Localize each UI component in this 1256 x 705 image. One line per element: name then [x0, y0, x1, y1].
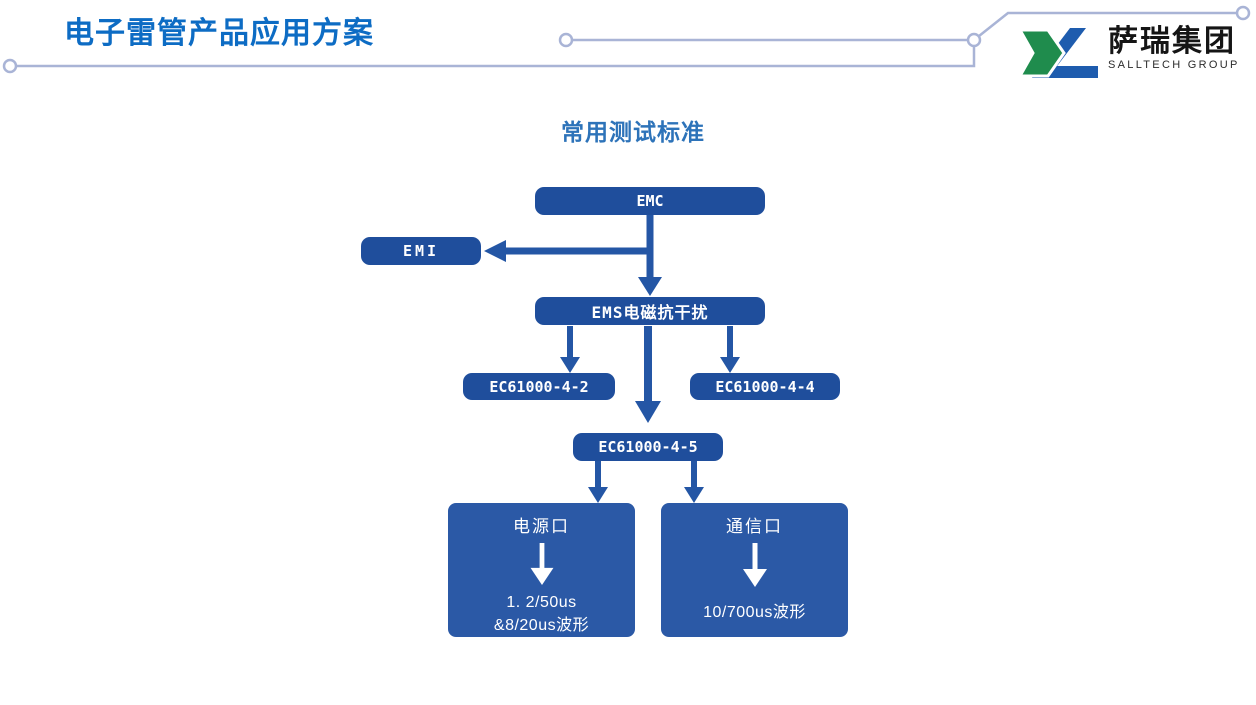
- down-arrow-icon: [742, 543, 767, 587]
- connector-emc-to-ems: [638, 215, 662, 296]
- logo-company-subtitle: SALLTECH GROUP: [1108, 58, 1240, 71]
- flow-panel-power-port: 电源口 1. 2/50us &8/20us波形: [448, 503, 635, 637]
- power-port-waveform-line1: 1. 2/50us: [506, 594, 577, 611]
- flow-node-ec61000-4-5-label: EC61000-4-5: [598, 438, 698, 456]
- connector-ems-to-ec44: [720, 326, 740, 373]
- flow-node-ec61000-4-5: EC61000-4-5: [573, 433, 723, 461]
- deco-circle-left: [2, 58, 18, 74]
- company-logo: 萨瑞集团 SALLTECH GROUP: [1014, 24, 1244, 80]
- logo-text: 萨瑞集团 SALLTECH GROUP: [1108, 26, 1240, 71]
- power-port-waveform-line2: &8/20us波形: [493, 617, 590, 634]
- deco-lower-line: [10, 40, 976, 68]
- page-title: 电子雷管产品应用方案: [64, 17, 374, 50]
- flow-node-emi: EMI: [361, 237, 481, 265]
- down-arrow-icon: [530, 543, 553, 585]
- flow-node-ems-label: EMS电磁抗干扰: [591, 303, 709, 322]
- flow-node-ec61000-4-2: EC61000-4-2: [463, 373, 615, 400]
- power-port-title: 电源口: [513, 517, 570, 536]
- connector-emc-to-emi: [484, 240, 648, 262]
- comm-port-title: 通信口: [726, 517, 783, 536]
- comm-port-waveform-line1: 10/700us波形: [703, 604, 806, 621]
- deco-circle-right: [1235, 5, 1251, 21]
- comm-port-waveform: 10/700us波形: [703, 601, 806, 624]
- flow-panel-comm-port: 通信口 10/700us波形: [661, 503, 848, 637]
- deco-circle-junction: [966, 32, 982, 48]
- deco-diagonal-line: [973, 11, 1240, 41]
- connector-ems-to-ec42: [560, 326, 580, 373]
- connector-ec45-to-comm: [684, 461, 704, 503]
- flow-node-emc: EMC: [535, 187, 765, 215]
- salltech-logo-icon: [1018, 28, 1098, 78]
- flow-node-ec61000-4-4-label: EC61000-4-4: [715, 377, 815, 396]
- flow-node-ec61000-4-2-label: EC61000-4-2: [489, 377, 589, 396]
- deco-circle-mid: [558, 32, 574, 48]
- connector-ems-to-ec45: [635, 326, 661, 423]
- flow-node-emc-label: EMC: [636, 192, 664, 210]
- logo-company-name: 萨瑞集团: [1108, 25, 1236, 58]
- power-port-waveform: 1. 2/50us &8/20us波形: [494, 591, 589, 637]
- flow-node-ec61000-4-4: EC61000-4-4: [690, 373, 840, 400]
- flow-node-ems: EMS电磁抗干扰: [535, 297, 765, 325]
- flow-node-emi-label: EMI: [402, 242, 440, 260]
- connector-ec45-to-power: [588, 461, 608, 503]
- header-decoration-lines: [2, 5, 1251, 74]
- section-title: 常用测试标准: [561, 119, 705, 145]
